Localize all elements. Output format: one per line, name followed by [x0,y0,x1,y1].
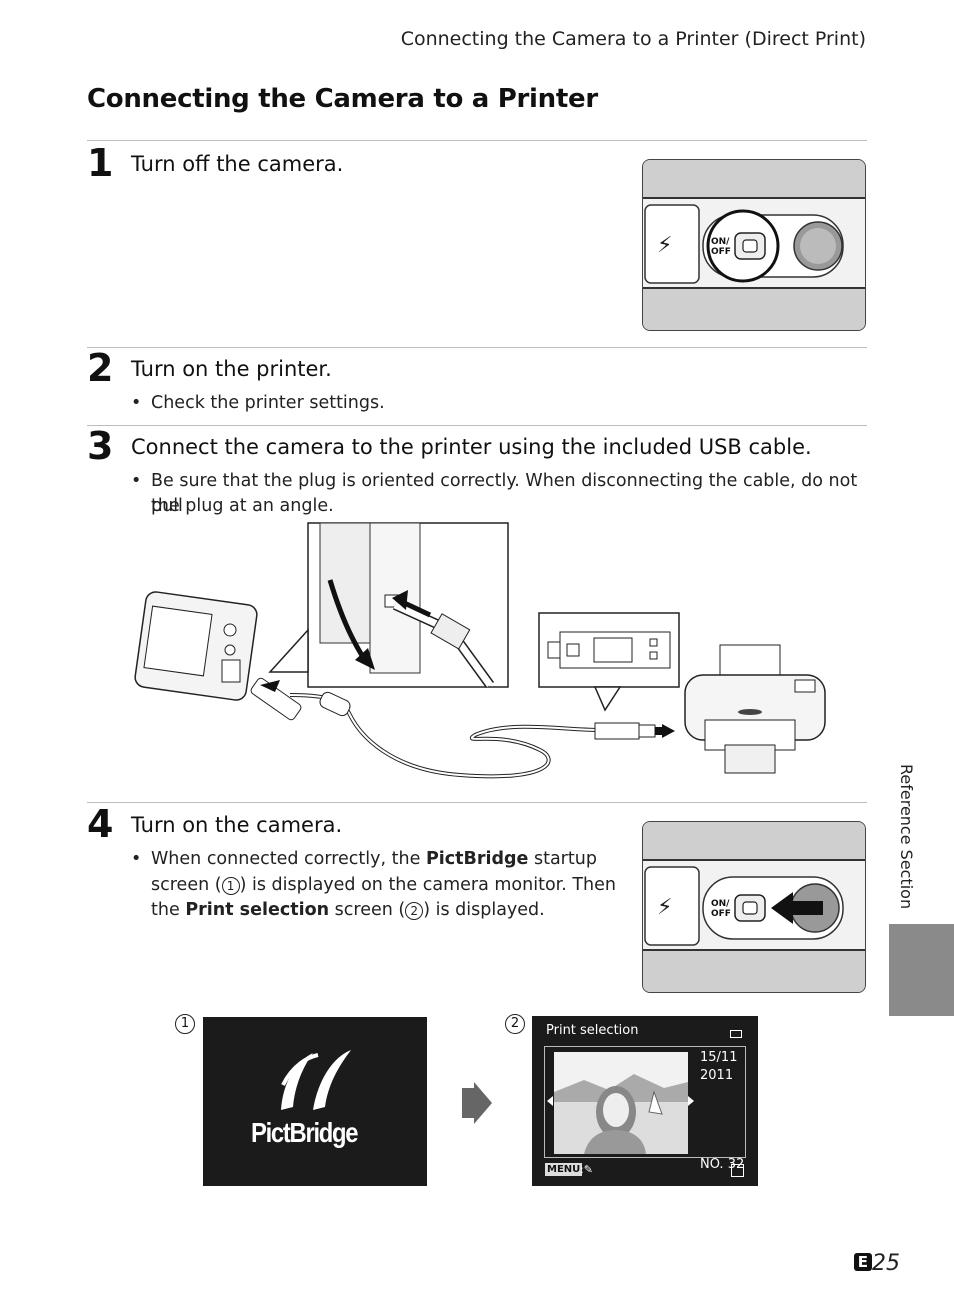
section-title: Connecting the Camera to a Printer [87,84,598,114]
step-heading: Turn on the printer. [131,357,332,381]
arrow-right-icon [462,1082,492,1124]
on-off-label: ON/ OFF [711,899,731,919]
screen-marker-1: 1 [175,1014,195,1034]
divider [87,347,867,348]
screen-marker-2: 2 [505,1014,525,1034]
step-heading: Turn off the camera. [131,152,344,176]
zoom-icon [731,1164,744,1177]
svg-text:⚡: ⚡ [657,233,672,258]
camera-drawing [134,591,258,701]
camera-off-illustration: ⚡ ON/ OFF [642,159,866,331]
bullet-item: • Check the printer settings. [131,393,385,413]
step-heading: Turn on the camera. [131,813,343,837]
step-number: 3 [87,424,114,468]
date-display: 15/11 2011 [700,1050,738,1083]
screen-title: Print selection [546,1023,639,1038]
section-tab [889,924,954,1016]
pictbridge-logo-text: PictBridge [251,1117,359,1148]
on-off-label: ON/ OFF [711,237,731,257]
divider [87,802,867,803]
running-header: Connecting the Camera to a Printer (Dire… [400,28,866,50]
step-number: 2 [87,346,114,390]
menu-button-label: MENU [545,1163,583,1176]
svg-text:⚡: ⚡ [657,895,672,920]
pictbridge-screen: PictBridge [203,1017,427,1186]
e-icon: E [853,1253,872,1271]
prev-arrow-icon [547,1096,553,1106]
bullet-item: • Be sure that the plug is oriented corr… [131,471,858,516]
usb-connection-illustration [134,522,826,779]
image-frame [544,1046,746,1158]
camera-on-illustration: ⚡ ON/ OFF [642,821,866,993]
step-number: 1 [87,141,114,185]
photo-thumbnail [554,1052,688,1154]
step-number: 4 [87,802,114,846]
next-arrow-icon [688,1096,694,1106]
print-menu-icon: :✎ [580,1163,593,1176]
step-heading: Connect the camera to the printer using … [131,435,812,459]
bullet-item: • When connected correctly, the PictBrid… [131,849,616,920]
battery-icon [730,1030,742,1038]
image-number: NO. 32 [ 32 ] [700,1157,752,1226]
side-label: Reference Section [897,764,916,910]
pictbridge-logo-icon [281,1050,351,1110]
divider [87,140,867,141]
divider [87,425,867,426]
print-selection-screen: Print selection 15/11 2011 NO. 32 [ 32 ]… [532,1016,758,1226]
